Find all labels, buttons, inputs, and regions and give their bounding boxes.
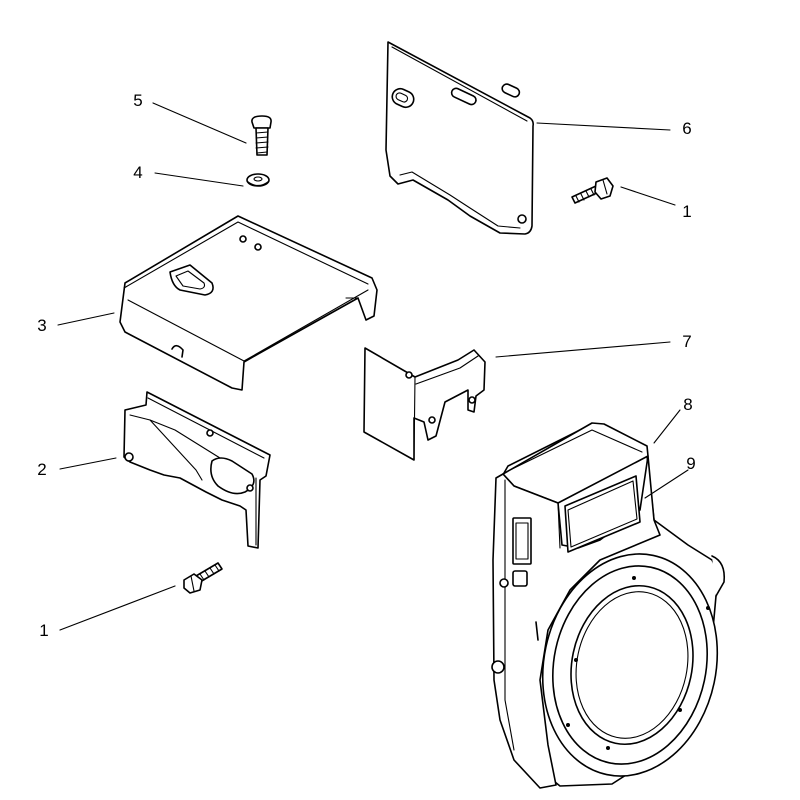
leader-2	[59, 457, 117, 470]
callout-6: 6	[682, 119, 692, 138]
leader-lines	[57, 102, 689, 631]
part-5-screw	[251, 115, 272, 156]
callout-1-lower: 1	[39, 621, 49, 640]
leader-7	[495, 341, 671, 358]
part-3-top-cover	[119, 215, 378, 391]
part-4-washer	[246, 173, 270, 187]
part-8-blower-housing	[491, 422, 726, 789]
leader-1b	[59, 585, 176, 631]
leader-6	[536, 122, 671, 131]
callout-4: 4	[133, 163, 143, 182]
callout-9: 9	[686, 454, 696, 473]
callout-5: 5	[133, 91, 143, 110]
callout-3: 3	[37, 316, 47, 335]
part-6-baffle-plate	[385, 41, 534, 235]
leader-1a	[620, 186, 676, 206]
part-1-lower-bolt	[183, 562, 223, 594]
leader-3	[57, 312, 115, 326]
callout-8: 8	[683, 395, 693, 414]
leader-8	[653, 409, 681, 444]
leader-9	[644, 469, 689, 499]
part-1-upper-bolt	[571, 177, 614, 204]
callout-7: 7	[682, 332, 692, 351]
leader-4	[154, 172, 244, 187]
leader-5	[152, 102, 247, 144]
part-9-decal	[564, 475, 641, 553]
part-7-small-shield	[363, 347, 486, 461]
callout-1-upper: 1	[682, 202, 692, 221]
callout-2: 2	[37, 460, 47, 479]
part-2-side-bracket	[123, 391, 271, 549]
